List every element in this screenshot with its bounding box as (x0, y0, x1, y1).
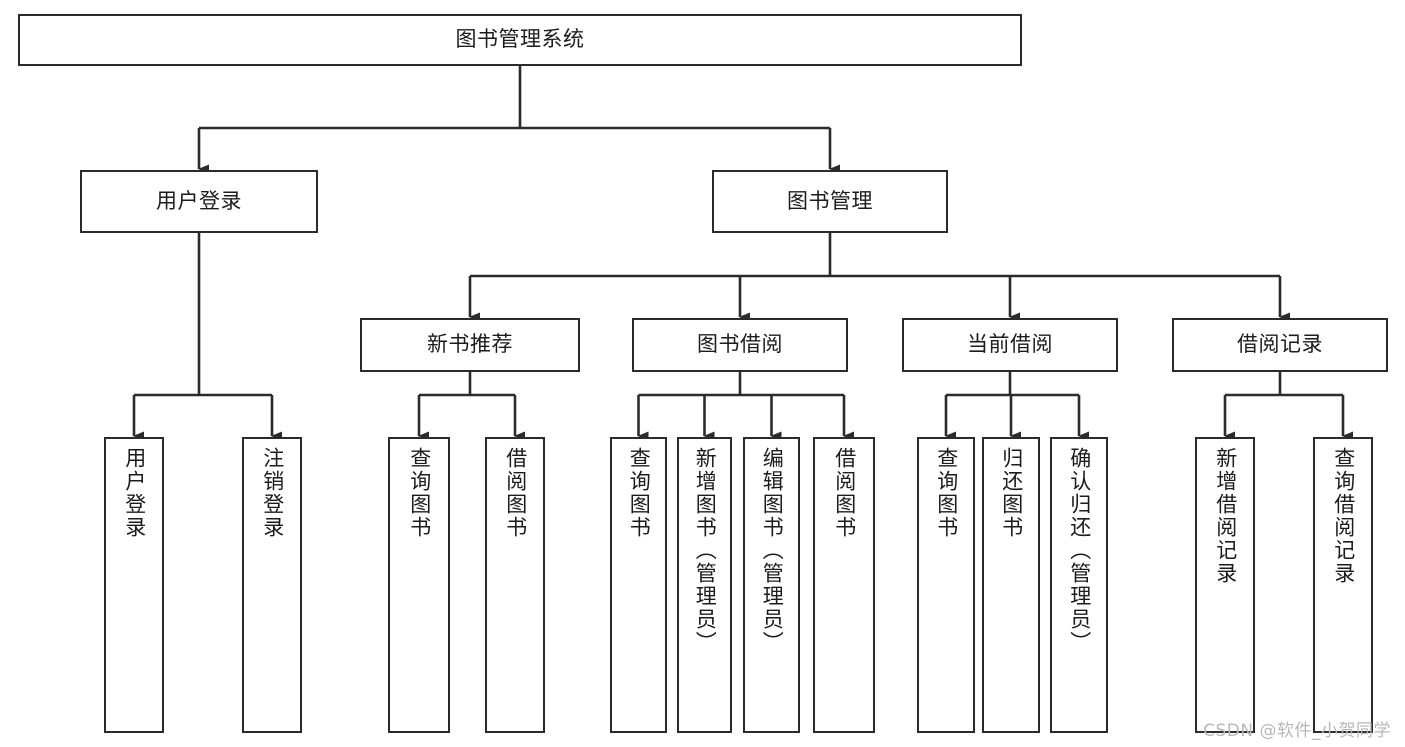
node-label-leaf-rec-query-book: 查询图书 (407, 447, 432, 539)
node-leaf-borrow-borrow-book[interactable]: 借阅图书 (813, 437, 875, 733)
node-label-leaf-rec-borrow-book: 借阅图书 (503, 447, 528, 539)
node-label-borrow-record: 借阅记录 (1237, 332, 1323, 357)
node-leaf-cur-confirm-return[interactable]: 确认归还（管理员） (1050, 437, 1108, 733)
node-label-leaf-borrow-add-book: 新增图书（管理员） (693, 447, 718, 654)
node-label-leaf-rec-add-record: 新增借阅记录 (1213, 447, 1238, 585)
node-user-login[interactable]: 用户登录 (80, 170, 318, 233)
node-leaf-borrow-edit-book[interactable]: 编辑图书（管理员） (743, 437, 800, 733)
node-leaf-rec-borrow-book[interactable]: 借阅图书 (485, 437, 545, 733)
node-label-user-login: 用户登录 (156, 188, 242, 213)
node-new-book-rec[interactable]: 新书推荐 (360, 318, 580, 372)
node-label-leaf-cur-confirm-return: 确认归还（管理员） (1067, 447, 1092, 654)
node-label-leaf-cur-query-book: 查询图书 (934, 447, 959, 539)
node-leaf-cur-return-book[interactable]: 归还图书 (982, 437, 1040, 733)
node-book-borrow[interactable]: 图书借阅 (632, 318, 848, 372)
node-label-leaf-borrow-edit-book: 编辑图书（管理员） (760, 447, 785, 654)
node-label-book-borrow: 图书借阅 (697, 332, 783, 357)
node-leaf-user-logout[interactable]: 注销登录 (242, 437, 302, 733)
node-label-root: 图书管理系统 (455, 27, 585, 52)
node-label-current-borrow: 当前借阅 (967, 332, 1053, 357)
node-leaf-cur-query-book[interactable]: 查询图书 (917, 437, 975, 733)
node-label-leaf-borrow-borrow-book: 借阅图书 (832, 447, 857, 539)
node-book-manage[interactable]: 图书管理 (712, 170, 948, 233)
node-label-leaf-rec-query-record: 查询借阅记录 (1331, 447, 1356, 585)
node-leaf-rec-query-record[interactable]: 查询借阅记录 (1313, 437, 1373, 733)
node-current-borrow[interactable]: 当前借阅 (902, 318, 1118, 372)
node-label-leaf-user-login: 用户登录 (122, 447, 147, 539)
csdn-watermark: CSDN @软件_小贺同学 (1203, 721, 1391, 741)
node-leaf-borrow-query-book[interactable]: 查询图书 (610, 437, 667, 733)
node-leaf-user-login[interactable]: 用户登录 (104, 437, 164, 733)
node-root[interactable]: 图书管理系统 (18, 14, 1022, 66)
node-borrow-record[interactable]: 借阅记录 (1172, 318, 1388, 372)
node-leaf-borrow-add-book[interactable]: 新增图书（管理员） (677, 437, 732, 733)
node-label-leaf-cur-return-book: 归还图书 (999, 447, 1024, 539)
node-label-book-manage: 图书管理 (787, 188, 873, 213)
node-leaf-rec-add-record[interactable]: 新增借阅记录 (1195, 437, 1255, 733)
node-label-leaf-borrow-query-book: 查询图书 (627, 447, 652, 539)
node-label-leaf-user-logout: 注销登录 (260, 447, 285, 539)
node-leaf-rec-query-book[interactable]: 查询图书 (388, 437, 450, 733)
node-label-new-book-rec: 新书推荐 (427, 332, 513, 357)
